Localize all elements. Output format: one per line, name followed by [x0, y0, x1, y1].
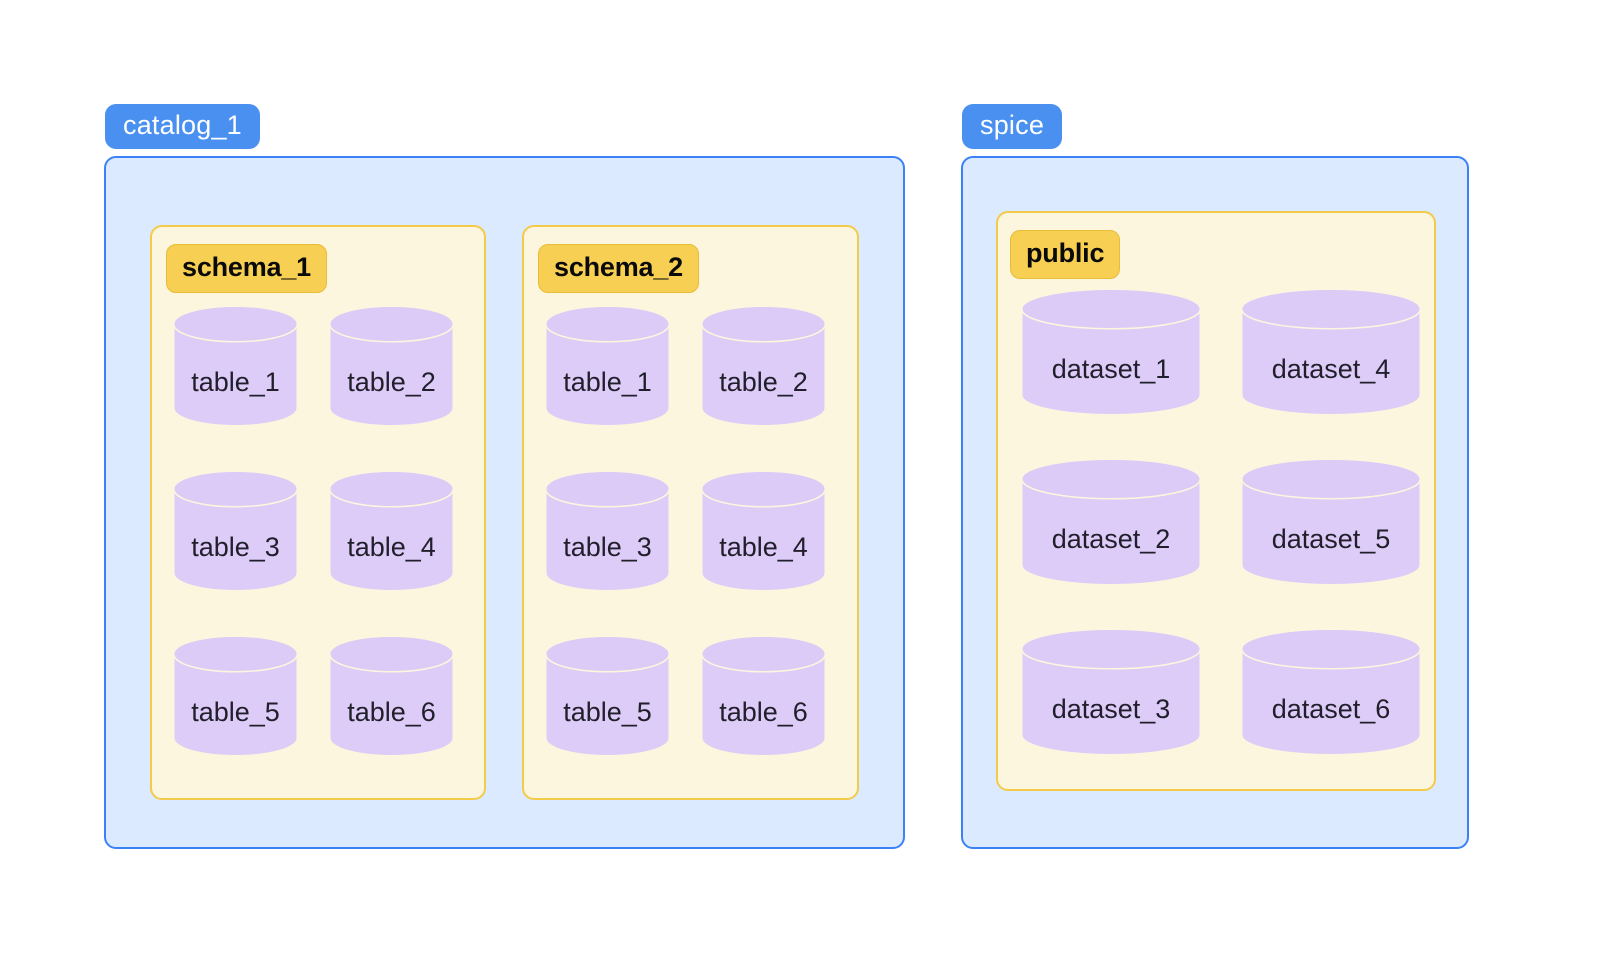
cylinder-shape [330, 472, 453, 590]
cylinder-dataset-4[interactable]: dataset_5 [1242, 460, 1420, 585]
cylinder-table-3[interactable]: table_3 [174, 472, 297, 591]
cylinder-shape [702, 637, 825, 755]
cylinder-shape [702, 472, 825, 590]
cylinder-top-cap [546, 307, 669, 341]
cylinder-top-cap [330, 307, 453, 341]
cylinder-top-cap [174, 307, 297, 341]
cylinder-shape [330, 307, 453, 425]
cylinder-dataset-2[interactable]: dataset_4 [1242, 290, 1420, 415]
cylinder-shape [546, 637, 669, 755]
cylinder-dataset-5[interactable]: dataset_3 [1022, 630, 1200, 755]
cylinder-top-cap [702, 637, 825, 671]
cylinder-shape [1242, 460, 1420, 584]
cylinder-top-cap [1022, 460, 1200, 498]
cylinder-top-cap [174, 472, 297, 506]
cylinder-top-cap [174, 637, 297, 671]
schema-pill-schema_2[interactable]: schema_2 [538, 244, 699, 293]
schema-pill-schema_1[interactable]: schema_1 [166, 244, 327, 293]
cylinder-top-cap [1242, 630, 1420, 668]
cylinder-top-cap [702, 472, 825, 506]
cylinder-top-cap [1242, 290, 1420, 328]
catalog-pill-catalog_1[interactable]: catalog_1 [105, 104, 260, 149]
cylinder-shape [1022, 460, 1200, 584]
cylinder-shape [546, 472, 669, 590]
schema-pill-public[interactable]: public [1010, 230, 1121, 279]
cylinder-shape [174, 307, 297, 425]
cylinder-top-cap [1022, 630, 1200, 668]
cylinder-shape [702, 307, 825, 425]
cylinder-top-cap [330, 637, 453, 671]
cylinder-top-cap [546, 472, 669, 506]
cylinder-dataset-1[interactable]: dataset_1 [1022, 290, 1200, 415]
cylinder-top-cap [702, 307, 825, 341]
cylinder-shape [1022, 630, 1200, 754]
cylinder-top-cap [546, 637, 669, 671]
catalog-pill-spice[interactable]: spice [962, 104, 1063, 149]
cylinder-top-cap [1022, 290, 1200, 328]
cylinder-shape [174, 637, 297, 755]
cylinder-shape [1242, 630, 1420, 754]
cylinder-top-cap [330, 472, 453, 506]
cylinder-shape [174, 472, 297, 590]
cylinder-shape [1242, 290, 1420, 414]
cylinder-table-2[interactable]: table_2 [330, 307, 453, 426]
cylinder-shape [546, 307, 669, 425]
cylinder-top-cap [1242, 460, 1420, 498]
cylinder-dataset-6[interactable]: dataset_6 [1242, 630, 1420, 755]
cylinder-shape [1022, 290, 1200, 414]
cylinder-dataset-3[interactable]: dataset_2 [1022, 460, 1200, 585]
cylinder-shape [330, 637, 453, 755]
